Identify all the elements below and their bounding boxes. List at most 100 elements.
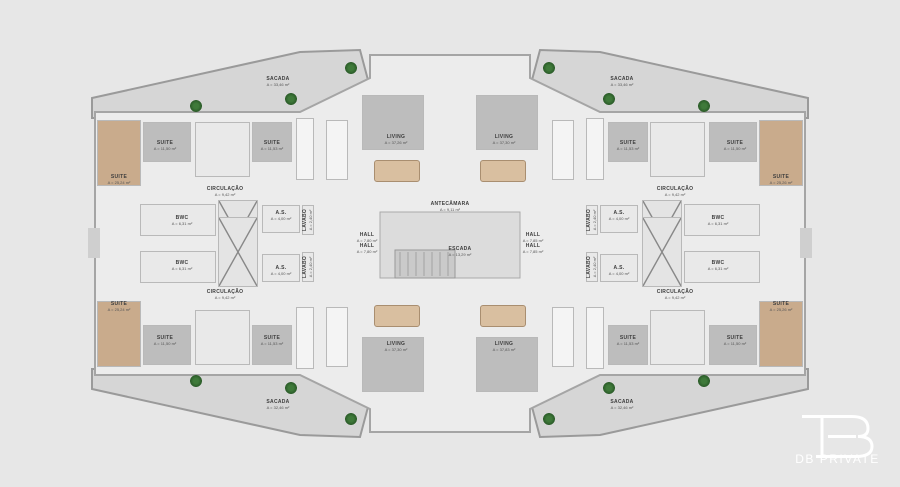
room-area: A = 7,85 m²	[522, 248, 544, 254]
room-area: A = 6,31 m²	[171, 265, 193, 271]
suite-3-room	[252, 122, 292, 162]
room-name: LIVING	[494, 341, 514, 348]
room-area: A = 25,24 m²	[107, 179, 131, 185]
room-name: HALL	[525, 232, 541, 239]
bwc-room	[684, 251, 760, 283]
kitchen-counter-room	[586, 118, 604, 180]
room-name: CIRCULAÇÃO	[656, 289, 694, 296]
room-area: A = 11,50 m²	[723, 340, 747, 346]
dining-table-room	[480, 160, 526, 182]
room-area: A = 6,31 m²	[171, 220, 193, 226]
plant-icon	[543, 413, 555, 425]
room-name: SUITE	[726, 335, 744, 342]
room-area: A = 33,46 m²	[610, 81, 634, 87]
room-area: A = 2,40 m²	[591, 256, 597, 278]
room-area: A = 37,83 m²	[492, 346, 516, 352]
kitchen-counter-room	[296, 118, 314, 180]
suite-3-room	[608, 325, 648, 365]
lavabo-room	[302, 205, 314, 235]
suite-2-room	[143, 122, 191, 162]
room-name: BWC	[711, 215, 725, 222]
living-room	[362, 337, 424, 392]
room-name: SACADA	[266, 399, 290, 406]
room-name: A.S.	[613, 265, 625, 272]
shaft-cross-icon	[219, 218, 257, 286]
plant-icon	[285, 382, 297, 394]
brand-name: DB PRIVATE	[795, 452, 880, 466]
plant-icon	[345, 413, 357, 425]
plant-icon	[603, 382, 615, 394]
room-name: A.S.	[613, 210, 625, 217]
as-label: A.S.A = 4,00 m²	[271, 266, 292, 276]
room-area: A = 11,53 m²	[616, 145, 640, 151]
room-name: SACADA	[266, 76, 290, 83]
room-name: BWC	[711, 260, 725, 267]
bwc-room	[140, 251, 216, 283]
room-area: A = 2,40 m²	[591, 209, 597, 231]
room-area: A = 7,85 m²	[522, 237, 544, 243]
lavabo-room	[586, 205, 598, 235]
as-room	[262, 254, 300, 282]
living-room	[476, 95, 538, 150]
kitchen-counter-room	[586, 307, 604, 369]
room-area: A = 37,30 m²	[384, 346, 408, 352]
bwc-room	[140, 204, 216, 236]
as-room	[262, 205, 300, 233]
room-name: CIRCULAÇÃO	[206, 186, 244, 193]
room-name: LIVING	[494, 134, 514, 141]
room-area: A = 6,31 m²	[707, 265, 729, 271]
suite-3-room	[252, 325, 292, 365]
room-name: LIVING	[386, 134, 406, 141]
lavabo-room	[586, 252, 598, 282]
as-label: A.S.A = 4,00 m²	[609, 211, 630, 221]
room-area: A = 37,26 m²	[384, 139, 408, 145]
bathroom-pair-room	[195, 310, 250, 365]
kitchen-island-room	[552, 307, 574, 367]
bathroom-pair-room	[195, 122, 250, 177]
room-area: A = 4,00 m²	[270, 215, 292, 221]
room-name: HALL	[359, 232, 375, 239]
plant-icon	[285, 93, 297, 105]
room-name: SUITE	[156, 335, 174, 342]
living-room	[362, 95, 424, 150]
room-area: A = 7,80 m²	[356, 248, 378, 254]
shaft-room	[218, 217, 258, 287]
room-area: A = 4,00 m²	[608, 270, 630, 276]
room-area: A = 11,50 m²	[723, 145, 747, 151]
room-name: BWC	[175, 215, 189, 222]
kitchen-counter-room	[296, 307, 314, 369]
shaft-room	[642, 217, 682, 287]
bwc-room	[684, 204, 760, 236]
shaft-cross-icon	[643, 218, 681, 286]
room-name: SUITE	[156, 140, 174, 147]
db-private-logo	[802, 415, 874, 458]
as-label: A.S.A = 4,00 m²	[271, 211, 292, 221]
plant-icon	[190, 375, 202, 387]
room-area: A = 11,53 m²	[260, 145, 284, 151]
kitchen-island-room	[552, 120, 574, 180]
room-area: A = 9,42 m²	[214, 191, 236, 197]
plant-icon	[603, 93, 615, 105]
room-area: A = 25,24 m²	[107, 306, 131, 312]
room-name: SACADA	[610, 76, 634, 83]
